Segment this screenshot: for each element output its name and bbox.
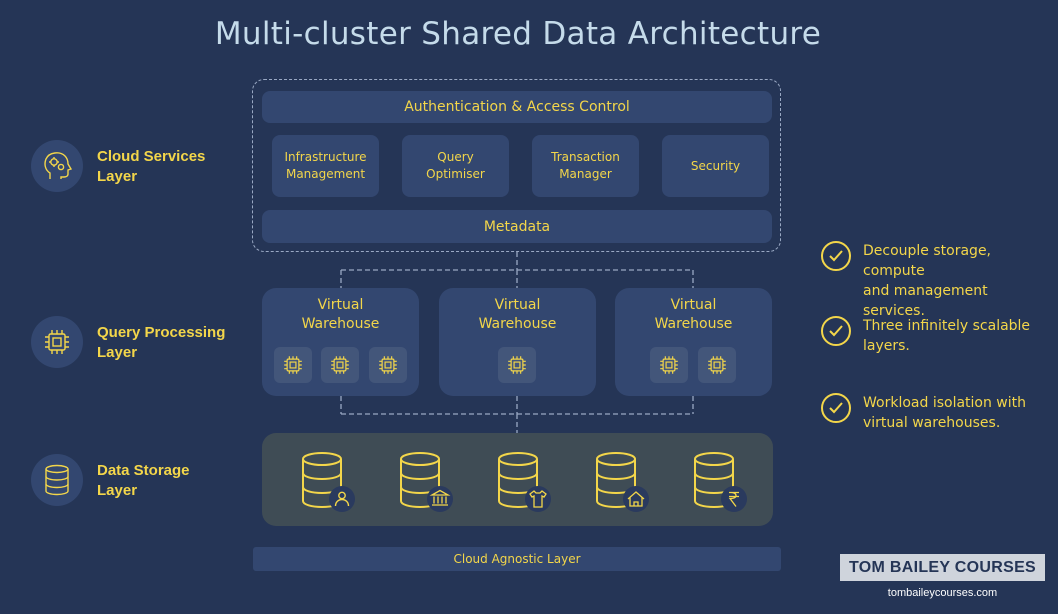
database-rupee-icon	[694, 452, 747, 512]
head-gears-icon	[31, 140, 83, 192]
database-shirt-icon	[498, 452, 551, 512]
check-icon	[821, 393, 851, 423]
brand-url[interactable]: tombaileycourses.com	[887, 587, 998, 599]
database-bank-icon	[400, 452, 453, 512]
cloud-services-frame	[252, 79, 781, 252]
cpu-chip-icon	[369, 347, 407, 383]
cloud-agnostic-layer: Cloud Agnostic Layer	[253, 547, 781, 571]
check-icon	[821, 316, 851, 346]
cpu-chip-icon	[650, 347, 688, 383]
page-title: Multi-cluster Shared Data Architecture	[214, 16, 822, 52]
brand-logo: TOM BAILEY COURSES	[840, 554, 1045, 581]
cpu-chip-icon	[274, 347, 312, 383]
security-panel: Security	[662, 135, 769, 197]
cpu-chip-icon	[321, 347, 359, 383]
data-storage-layer-label: Data Storage Layer	[97, 462, 190, 499]
cloud-services-layer-label: Cloud Services Layer	[97, 148, 206, 185]
cpu-chip-icon	[31, 316, 83, 368]
query-processing-layer-label: Query Processing Layer	[97, 324, 226, 361]
database-user-icon	[302, 452, 355, 512]
metadata-panel: Metadata	[262, 210, 772, 243]
cpu-chip-icon	[498, 347, 536, 383]
database-icon	[31, 454, 83, 506]
data-storage-panel	[262, 433, 773, 526]
auth-access-control-panel: Authentication & Access Control	[262, 91, 772, 123]
cpu-chip-icon	[698, 347, 736, 383]
database-house-icon	[596, 452, 649, 512]
check-icon	[821, 241, 851, 271]
